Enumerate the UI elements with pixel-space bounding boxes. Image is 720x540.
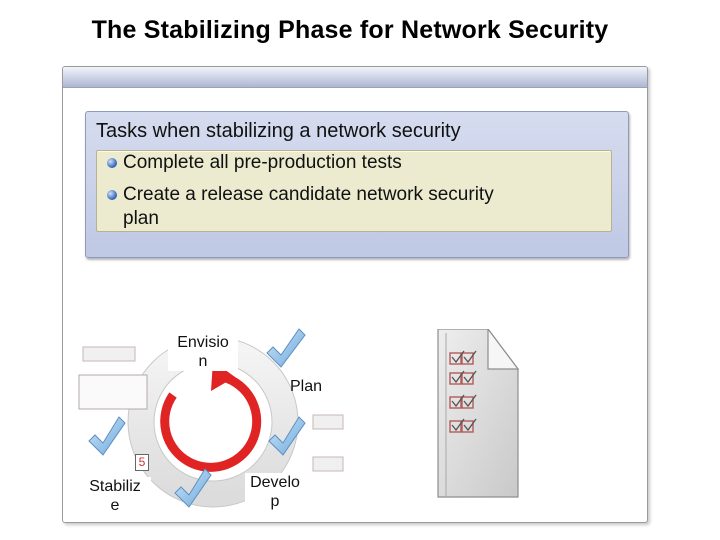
tasks-panel: Tasks when stabilizing a network securit… — [85, 111, 629, 258]
check-icon — [266, 328, 306, 368]
slide-title: The Stabilizing Phase for Network Securi… — [91, 16, 609, 44]
task-item: Complete all pre-production tests — [107, 151, 402, 175]
bullet-icon — [107, 158, 117, 168]
slide-window: Tasks when stabilizing a network securit… — [62, 66, 648, 523]
tasks-heading: Tasks when stabilizing a network securit… — [96, 120, 461, 142]
task-list: Complete all pre-production tests Create… — [96, 150, 612, 232]
step-number-badge: 5 — [135, 454, 149, 471]
check-icon — [268, 416, 306, 456]
cycle-arrow — [160, 372, 262, 472]
task-text: Complete all pre-production tests — [123, 152, 402, 173]
task-item: Create a release candidate network secur… — [107, 183, 494, 231]
check-icon — [88, 416, 126, 456]
checklist-document-icon — [428, 327, 528, 506]
cycle-graphic — [78, 328, 344, 508]
check-icon — [174, 468, 212, 508]
task-text: Create a release candidate network secur… — [123, 184, 494, 205]
phase-label-plan: Plan — [289, 378, 323, 395]
task-text-continued: plan — [123, 208, 159, 229]
bullet-icon — [107, 190, 117, 200]
window-title-bar — [63, 67, 647, 88]
